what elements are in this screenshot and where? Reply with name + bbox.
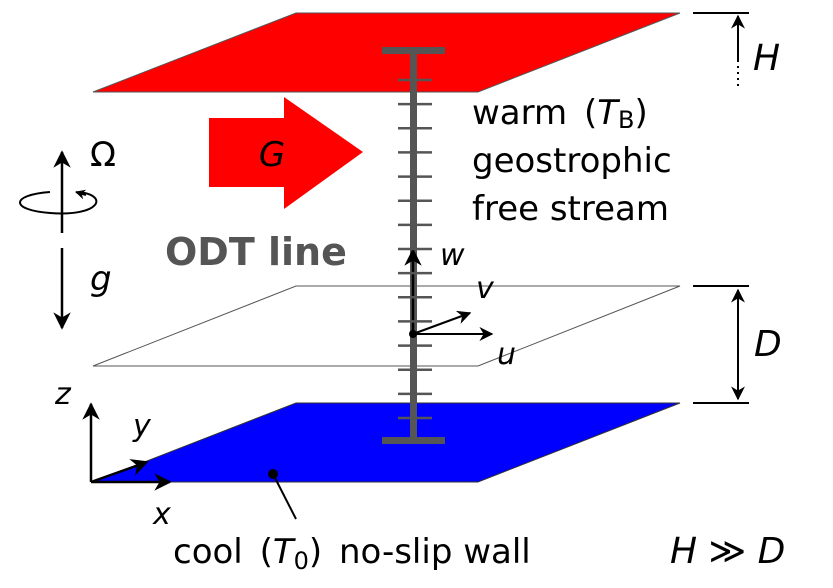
rotation-direction-arrow: [75, 189, 87, 200]
h-label: H: [753, 38, 780, 79]
y-axis-label: y: [132, 409, 152, 444]
z-axis-label: z: [54, 377, 72, 412]
u-label: u: [497, 337, 516, 372]
velocity-origin-dot: [409, 330, 417, 338]
boundary-layer-plane: [92, 285, 681, 367]
v-label: v: [476, 271, 495, 306]
x-axis-label: x: [152, 497, 171, 532]
y-axis-arrow: [90, 459, 149, 484]
cool-temp-symbol: T: [273, 532, 296, 572]
geostrophic-label: geostrophic: [472, 141, 672, 181]
w-label: w: [440, 238, 465, 273]
v-velocity-arrow: [412, 310, 472, 335]
wall-pointer-dot: [268, 469, 278, 479]
cool-word: cool: [173, 532, 243, 572]
cool-wall-label: cool (T0) no-slip wall: [173, 532, 531, 575]
rotation-ellipse-icon: [19, 191, 98, 215]
d-label: D: [754, 324, 782, 365]
wall-pointer-line: [272, 473, 297, 520]
gravity-label: g: [90, 259, 112, 299]
geostrophic-arrow: [209, 97, 363, 209]
free-stream-label: free stream: [472, 189, 669, 229]
cool-temp-sub: 0: [294, 547, 309, 575]
odt-ticks: [398, 78, 432, 420]
wall-word: no-slip wall: [339, 532, 531, 572]
warm-word: warm: [472, 93, 567, 133]
warm-temp-sub: B: [618, 106, 634, 134]
odt-line-label: ODT line: [165, 230, 347, 274]
warm-label: warm (TB): [472, 93, 648, 134]
scale-relation-label: H ≫ D: [670, 531, 785, 572]
warm-temp-symbol: T: [597, 93, 620, 133]
rotation-label: Ω: [90, 135, 116, 175]
odt-line: [382, 47, 445, 444]
geostrophic-wind-label: G: [259, 135, 285, 175]
